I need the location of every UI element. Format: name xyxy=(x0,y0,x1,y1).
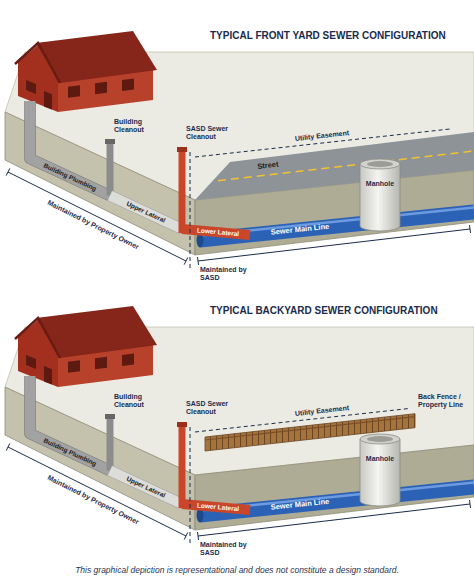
part-label: SASD Sewer Cleanout xyxy=(186,400,246,416)
caption: This graphical depiction is representati… xyxy=(0,565,474,575)
pipe-label: Upper Lateral xyxy=(125,200,166,224)
responsibility-label: Maintained by SASD xyxy=(200,266,252,282)
pipe-label: Building Plumbing xyxy=(42,162,97,193)
manhole xyxy=(360,159,400,231)
responsibility-label: Maintained by SASD xyxy=(200,541,252,557)
part-label: Manhole xyxy=(366,455,394,463)
street-label: Street xyxy=(257,161,279,172)
street xyxy=(195,132,474,200)
pipe-label: Lower Lateral xyxy=(197,226,240,237)
responsibility-label: Maintained by Property Owner xyxy=(45,474,139,526)
part-label: SASD Sewer Cleanout xyxy=(186,125,246,141)
ground-block xyxy=(5,31,474,268)
pipe-label: Building Plumbing xyxy=(42,437,97,468)
zone-label: Utility Easement xyxy=(294,404,349,418)
ground-block xyxy=(5,306,474,543)
part-label: Building Cleanout xyxy=(114,118,160,134)
manhole xyxy=(360,434,400,506)
panel-heading: TYPICAL BACKYARD SEWER CONFIGURATION xyxy=(210,305,438,317)
responsibility-label: Maintained by Property Owner xyxy=(45,199,139,251)
pipe-label: Upper Lateral xyxy=(125,475,166,499)
backyard-panel xyxy=(5,306,474,543)
easement-line xyxy=(195,129,450,157)
part-label: Back Fence / Property Line xyxy=(418,393,468,409)
pipe-label: Lower Lateral xyxy=(197,501,240,512)
zone-label: Utility Easement xyxy=(294,129,349,143)
front-yard-panel xyxy=(5,31,474,268)
street-centerline xyxy=(218,151,474,181)
pipe-label: Sewer Main Line xyxy=(270,223,329,238)
pipe-label: Sewer Main Line xyxy=(270,498,329,513)
part-label: Manhole xyxy=(366,180,394,188)
panel-heading: TYPICAL FRONT YARD SEWER CONFIGURATION xyxy=(210,30,446,42)
part-label: Building Cleanout xyxy=(114,393,160,409)
